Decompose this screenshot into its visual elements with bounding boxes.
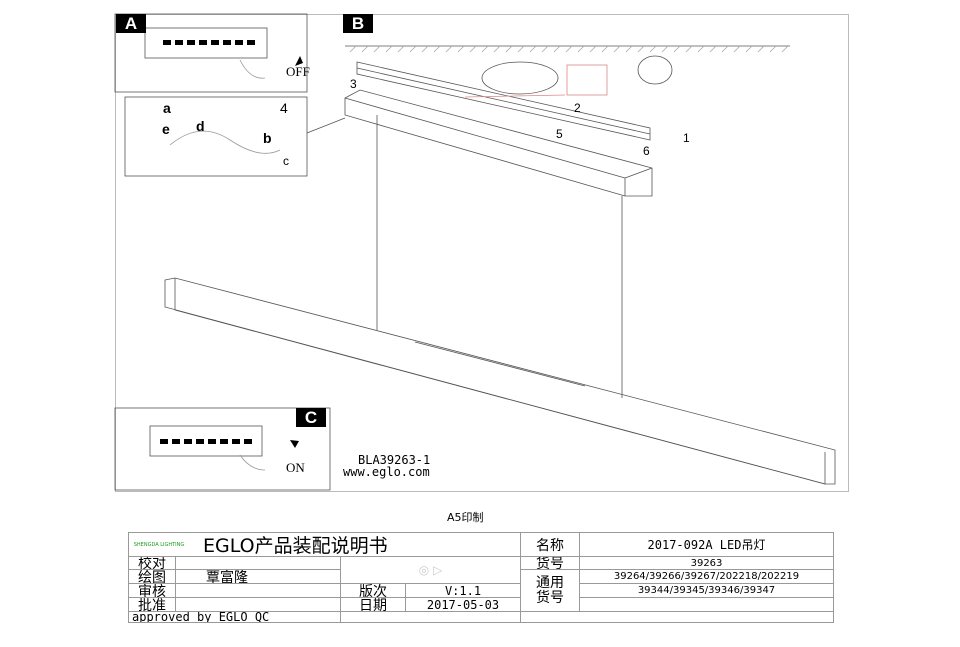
step-1: 1 (683, 131, 690, 145)
company-logo: SHENGDA LIGHTING (133, 541, 185, 548)
drawing-frame (115, 14, 849, 492)
projection-symbol: ◎ ▷ (340, 556, 521, 584)
review-value (175, 583, 341, 598)
approved-by: approved by EGLO QC (128, 611, 341, 623)
date-value: 2017-05-03 (405, 597, 521, 612)
website: www.eglo.com (343, 465, 430, 479)
common-label-1: 通用 (536, 574, 564, 591)
callout-4: 4 (280, 100, 288, 116)
product-code: BLA39263-1 (358, 453, 431, 467)
common-item-label: 通用 货号 (520, 569, 580, 612)
title-cell: SHENGDA LIGHTING EGLO产品装配说明书 (128, 532, 521, 557)
on-text: ON (286, 460, 305, 475)
step-6: 6 (643, 144, 650, 158)
off-text: OFF (286, 64, 310, 79)
step-3: 3 (350, 77, 357, 91)
approve-label: 批准 (128, 597, 176, 612)
common-values-1: 39264/39266/39267/202218/202219 (579, 569, 834, 584)
common-label-2: 货号 (536, 589, 564, 606)
print-size: A5印制 (447, 511, 484, 524)
callout-e: e (162, 121, 170, 137)
callout-b: b (263, 130, 272, 146)
name-value: 2017-092A LED吊灯 (579, 532, 834, 557)
check-value (175, 556, 341, 570)
common-values-2: 39344/39345/39346/39347 (579, 583, 834, 598)
date-label: 日期 (340, 597, 406, 612)
item-no-value: 39263 (579, 556, 834, 570)
step-5: 5 (556, 127, 563, 141)
panel-a-label: A (116, 14, 146, 33)
approve-value (175, 597, 341, 612)
name-label: 名称 (520, 532, 580, 557)
panel-b-label: B (343, 14, 373, 33)
blank-cell (340, 611, 521, 623)
version-label: 版次 (340, 583, 406, 598)
drawing-value: 覃富隆 (175, 569, 341, 584)
document-title: EGLO产品装配说明书 (203, 535, 388, 557)
blank-cell (520, 611, 834, 623)
check-label: 校对 (128, 556, 176, 570)
common-values-3 (579, 597, 834, 612)
step-2: 2 (574, 101, 581, 115)
panel-c-label: C (296, 408, 326, 427)
callout-a: a (163, 100, 171, 116)
item-no-label: 货号 (520, 556, 580, 570)
drawing-label: 绘图 (128, 569, 176, 584)
callout-c: c (283, 154, 289, 168)
version-value: V:1.1 (405, 583, 521, 598)
review-label: 审核 (128, 583, 176, 598)
callout-d: d (196, 118, 205, 134)
